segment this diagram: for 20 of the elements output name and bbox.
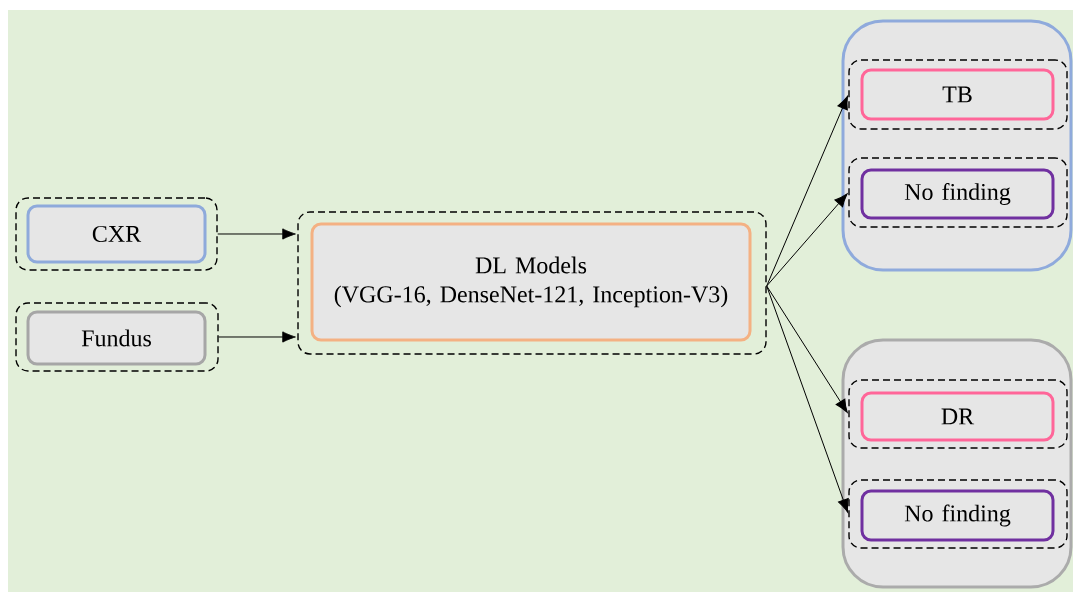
label-box: CXR: [26, 204, 207, 264]
dashed-frame: [297, 211, 767, 355]
arrow: [766, 95, 849, 287]
arrow: [217, 228, 296, 240]
arrow: [766, 285, 848, 413]
dashed-frame: [15, 302, 219, 372]
label-box: No finding: [860, 168, 1055, 220]
dashed-frame: [15, 197, 218, 271]
dashed-frame: [848, 157, 1068, 228]
dashed-frame: [848, 379, 1068, 449]
dashed-frame: [848, 59, 1068, 130]
dashed-frame: [848, 479, 1068, 549]
label-box: DR: [860, 391, 1055, 442]
label-box: DL Models (VGG-16, DenseNet-121, Inception-V3): [310, 222, 752, 342]
arrow: [766, 193, 848, 287]
arrow: [218, 331, 296, 343]
arrow: [766, 285, 849, 513]
label-box: Fundus: [26, 310, 207, 366]
label-box: TB: [860, 68, 1055, 121]
label-box: No finding: [860, 489, 1055, 542]
